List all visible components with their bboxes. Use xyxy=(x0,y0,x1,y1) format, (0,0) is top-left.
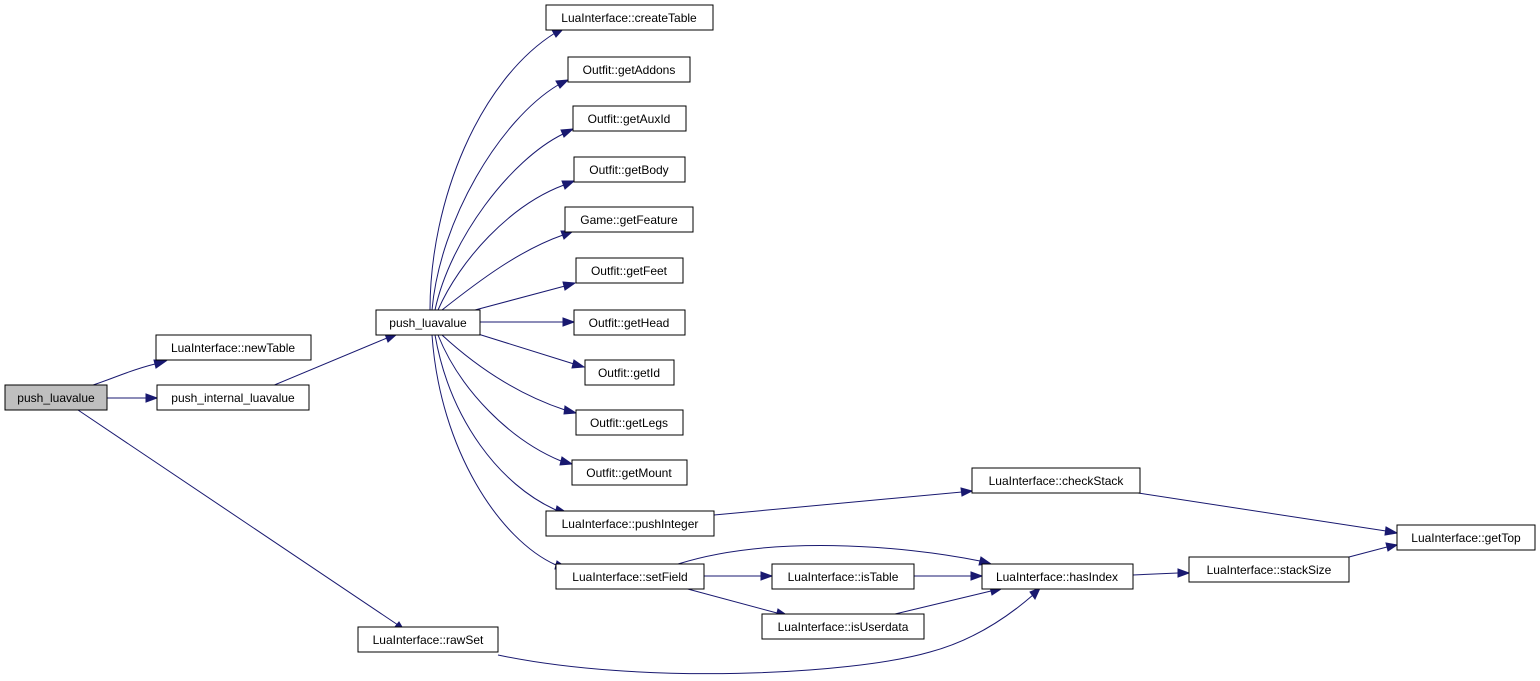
edge-rawset-to-hasindex xyxy=(497,587,1041,675)
edge-mid-to-createtable xyxy=(429,27,566,311)
node-label: Game::getFeature xyxy=(580,213,678,227)
edge-stacksize-to-gettop xyxy=(1348,542,1399,558)
node-label: push_luavalue xyxy=(17,391,95,405)
edge-mid-to-getmount xyxy=(437,334,574,466)
edge-setfield-to-isuserdata xyxy=(683,587,790,618)
node-pushinteger[interactable]: LuaInterface::pushInteger xyxy=(545,510,715,537)
node-getfeature[interactable]: Game::getFeature xyxy=(564,206,694,233)
edge-mid-to-getfeature xyxy=(441,230,575,311)
node-push-luavalue-mid[interactable]: push_luavalue xyxy=(375,309,481,336)
node-label: Outfit::getLegs xyxy=(590,416,668,430)
node-label: Outfit::getBody xyxy=(589,163,668,177)
edge-mid-to-getfeet xyxy=(474,281,577,311)
edge-isuserdata-to-hasindex xyxy=(894,586,1003,615)
edge-root-to-newtable xyxy=(89,359,168,387)
edge-setfield-to-hasindex xyxy=(677,545,993,566)
edge-pushinteger-to-checkstack xyxy=(713,487,974,516)
node-getbody[interactable]: Outfit::getBody xyxy=(573,156,686,183)
node-label: LuaInterface::setField xyxy=(572,570,687,584)
edge-istable-to-hasindex xyxy=(914,571,984,581)
node-label: Outfit::getAddons xyxy=(583,63,676,77)
node-label: LuaInterface::getTop xyxy=(1411,531,1521,545)
edge-mid-to-gethead xyxy=(480,317,576,327)
node-getid[interactable]: Outfit::getId xyxy=(584,359,675,386)
edge-mid-to-getlegs xyxy=(441,334,578,415)
node-stacksize[interactable]: LuaInterface::stackSize xyxy=(1188,556,1350,583)
node-istable[interactable]: LuaInterface::isTable xyxy=(771,563,915,590)
node-createtable[interactable]: LuaInterface::createTable xyxy=(545,4,714,31)
node-label: LuaInterface::isUserdata xyxy=(778,620,909,634)
node-hasindex[interactable]: LuaInterface::hasIndex xyxy=(981,563,1134,590)
node-label: Outfit::getHead xyxy=(589,316,670,330)
node-getlegs[interactable]: Outfit::getLegs xyxy=(575,409,684,436)
node-gethead[interactable]: Outfit::getHead xyxy=(573,309,686,336)
edge-mid-to-getid xyxy=(477,333,586,369)
edge-hasindex-to-stacksize xyxy=(1132,568,1191,578)
node-label: Outfit::getMount xyxy=(586,466,672,480)
node-label: push_luavalue xyxy=(389,316,467,330)
edge-root-to-rawset xyxy=(77,409,407,633)
node-label: LuaInterface::createTable xyxy=(561,11,697,25)
node-label: push_internal_luavalue xyxy=(171,391,295,405)
node-getauxid[interactable]: Outfit::getAuxId xyxy=(572,105,687,132)
node-label: LuaInterface::stackSize xyxy=(1207,563,1332,577)
node-newtable[interactable]: LuaInterface::newTable xyxy=(155,334,312,361)
node-label: LuaInterface::checkStack xyxy=(989,474,1125,488)
edge-checkstack-to-gettop xyxy=(1137,492,1399,536)
edge-mid-to-getbody xyxy=(437,180,576,311)
node-push-luavalue-root[interactable]: push_luavalue xyxy=(4,384,108,411)
node-isuserdata[interactable]: LuaInterface::isUserdata xyxy=(761,613,925,640)
edge-mid-to-getaddons xyxy=(431,79,570,311)
node-label: LuaInterface::rawSet xyxy=(373,633,484,647)
edge-root-to-push-internal xyxy=(107,393,159,403)
edge-mid-to-getauxid xyxy=(434,128,575,311)
edge-mid-to-pushinteger xyxy=(434,334,569,515)
node-gettop[interactable]: LuaInterface::getTop xyxy=(1396,524,1536,551)
node-label: LuaInterface::hasIndex xyxy=(996,570,1118,584)
node-checkstack[interactable]: LuaInterface::checkStack xyxy=(971,467,1141,494)
node-getaddons[interactable]: Outfit::getAddons xyxy=(567,56,691,83)
node-label: LuaInterface::isTable xyxy=(788,570,899,584)
node-rawset[interactable]: LuaInterface::rawSet xyxy=(357,626,499,653)
node-getmount[interactable]: Outfit::getMount xyxy=(571,459,688,486)
node-label: Outfit::getId xyxy=(598,366,660,380)
node-label: LuaInterface::pushInteger xyxy=(562,517,699,531)
node-label: Outfit::getAuxId xyxy=(588,112,671,126)
node-push-internal-luavalue[interactable]: push_internal_luavalue xyxy=(156,384,310,411)
node-getfeet[interactable]: Outfit::getFeet xyxy=(575,257,684,284)
node-label: LuaInterface::newTable xyxy=(171,341,295,355)
node-label: Outfit::getFeet xyxy=(591,264,668,278)
edge-setfield-to-istable xyxy=(704,571,774,581)
node-setfield[interactable]: LuaInterface::setField xyxy=(555,563,705,590)
